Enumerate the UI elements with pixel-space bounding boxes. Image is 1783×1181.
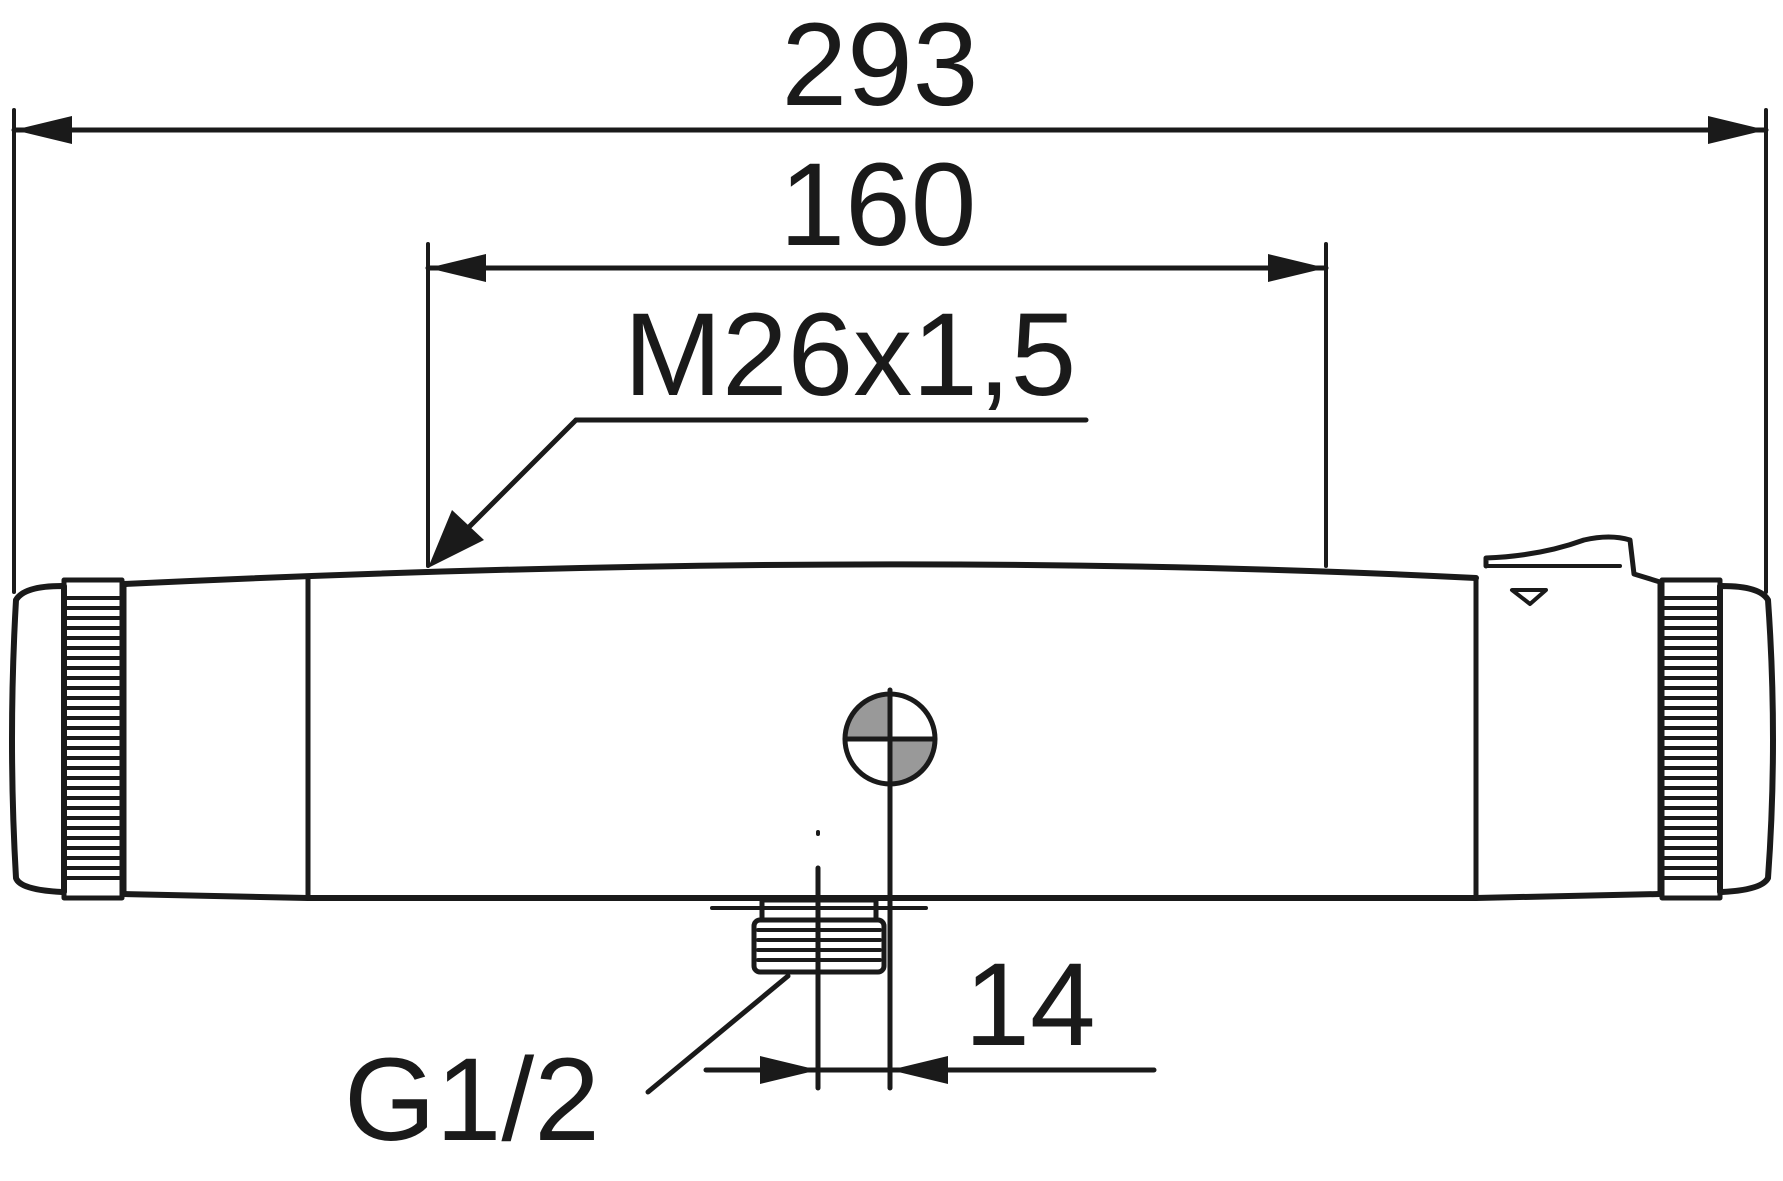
body-bottom-left — [121, 891, 311, 901]
right-end-cap — [1659, 577, 1776, 901]
dimension-outlet-offset: 14 — [703, 939, 1157, 1084]
body-bottom-right — [1473, 891, 1663, 901]
right-thread-ribs — [1662, 596, 1720, 880]
arrow-right-icon — [760, 1056, 818, 1084]
leader-line-g12 — [645, 973, 791, 1095]
marker-triangle-icon — [1510, 588, 1548, 606]
left-end-cap — [9, 577, 125, 901]
leader-thread-main: M26x1,5 — [428, 289, 1089, 568]
arrow-left-icon — [14, 116, 72, 144]
arrow-right-icon — [1268, 254, 1326, 282]
leader-arrow-icon — [428, 510, 484, 568]
dimension-label-293: 293 — [782, 0, 979, 131]
symbol-quadrant-lower-right — [890, 739, 935, 784]
outlet-thread-block — [751, 917, 887, 975]
thread-label-outlet: G1/2 — [344, 1034, 600, 1166]
arrow-left-icon — [428, 254, 486, 282]
dimension-center-distance: 160 — [425, 139, 1329, 568]
left-cap-outline — [9, 583, 67, 895]
right-thread-block — [1659, 577, 1723, 901]
center-symbol — [842, 687, 938, 1091]
left-thread-ribs — [64, 596, 122, 880]
outlet-thread-ribs — [756, 928, 882, 962]
dimension-label-160: 160 — [780, 139, 977, 271]
arrow-left-icon — [890, 1056, 948, 1084]
symbol-quadrant-upper-left — [845, 694, 890, 739]
arrow-right-icon — [1708, 116, 1766, 144]
left-thread-block — [61, 577, 125, 901]
temperature-lever — [1483, 534, 1663, 585]
outlet-fitting: G1/2 — [344, 830, 928, 1166]
body-top-edge — [121, 561, 1479, 587]
thread-label-main: M26x1,5 — [624, 289, 1077, 421]
dimension-label-14: 14 — [964, 939, 1095, 1071]
dimension-overall-length: 293 — [11, 0, 1769, 594]
right-cap-outline — [1717, 583, 1776, 895]
